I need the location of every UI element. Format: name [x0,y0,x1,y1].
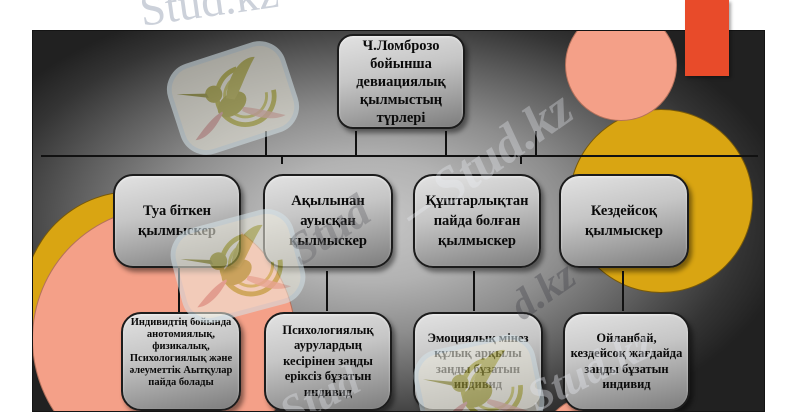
salmon-circle-top-right [565,31,677,121]
branch-label: Құштарлықтан пайда болған қылмыскер [425,193,529,249]
hummingbird-logo-icon [159,33,307,163]
connector-tick-small [520,157,522,164]
connector-tick-small [281,157,283,164]
detail-connector-4 [622,271,624,311]
branch-label: Кездейсоқ қылмыскер [585,203,663,239]
connector-tick [265,131,267,157]
hummingbird-logo-icon [163,202,314,330]
title-box: Ч.Ломброзо бойынша девиациялық қылмыстың… [337,34,465,129]
detail-connector-3 [473,271,475,311]
orange-accent-bar [685,0,729,76]
hummingbird-logo-icon [406,329,551,411]
branch-connector-line [41,155,758,157]
connector-tick [355,131,357,157]
detail-text: Психологиялық аурулардың кесірінен заңды… [282,322,374,399]
detail-box-2: Психологиялық аурулардың кесірінен заңды… [264,312,392,411]
branch-box-2: Ақылынан ауысқан қылмыскер [263,174,393,268]
branch-box-4: Кездейсоқ қылмыскер [559,174,689,268]
detail-box-4: Ойланбай, кездейсоқ жағдайда заңды бұзат… [563,312,690,411]
detail-connector-1 [178,268,180,313]
connector-tick [445,131,447,157]
branch-label: Ақылынан ауысқан қылмыскер [289,193,367,249]
detail-connector-2 [326,271,328,311]
detail-box-1: Индивидтің бойында анотомиялық, физикалы… [121,312,241,411]
detail-text: Ойланбай, кездейсоқ жағдайда заңды бұзат… [570,330,683,392]
branch-box-3: Құштарлықтан пайда болған қылмыскер [413,174,541,268]
diagram-title: Ч.Ломброзо бойынша девиациялық қылмыстың… [356,37,446,126]
detail-text: Индивидтің бойында анотомиялық, физикалы… [129,317,233,388]
connector-tick [535,131,537,157]
slide-background: Ч.Ломброзо бойынша девиациялық қылмыстың… [32,30,765,412]
